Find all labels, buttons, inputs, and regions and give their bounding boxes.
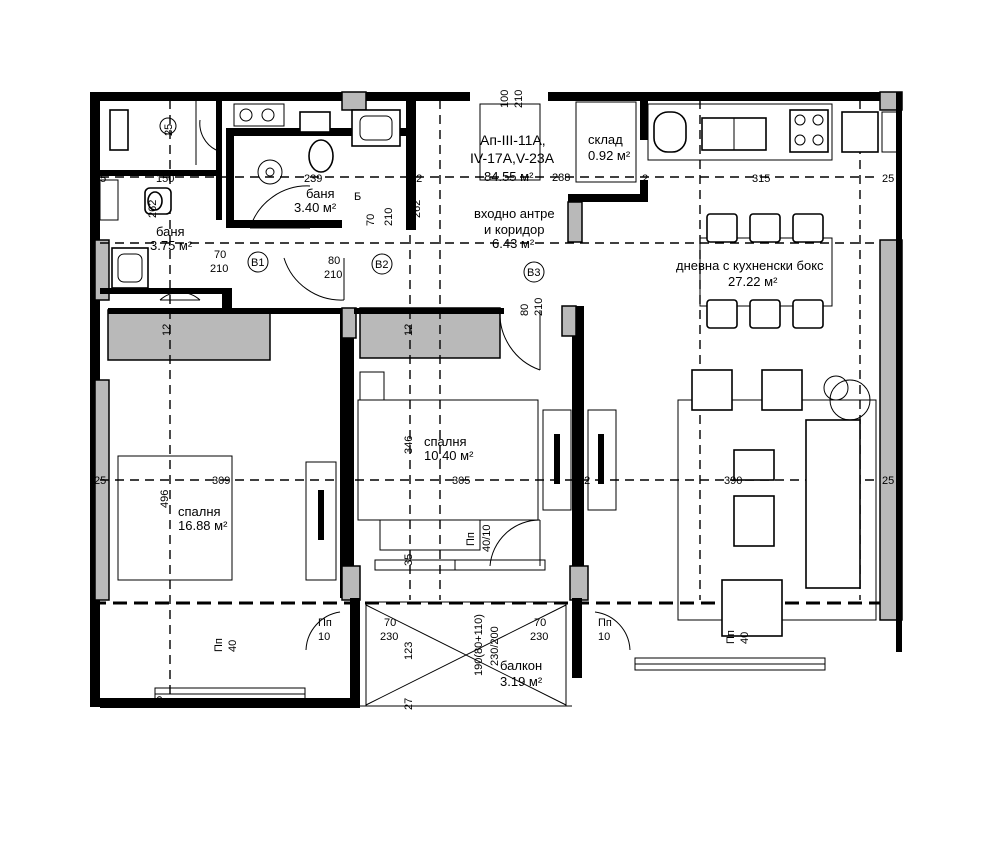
dim-12-a: 12 <box>410 173 422 185</box>
room-name-living: дневна с кухненски бокс <box>676 258 824 273</box>
fixtures <box>109 101 879 706</box>
dim-210-top: 210 <box>513 90 525 108</box>
pp-label-d: Пп <box>213 638 225 652</box>
dimensions: 25 150 2 239 12 288 2 315 25 100 210 262… <box>94 90 894 710</box>
dim-315: 315 <box>752 173 770 185</box>
dim-262-b: 262 <box>411 200 423 218</box>
room-area-living: 27.22 м² <box>728 274 778 289</box>
dim-2-a: 2 <box>228 173 234 185</box>
dim-210-b2: 210 <box>324 269 342 281</box>
room-area-balcony: 3.19 м² <box>500 674 543 689</box>
pp-label-b: Пп <box>318 617 332 629</box>
dim-210-v: 210 <box>383 208 395 226</box>
room-name-storage: склад <box>588 132 623 147</box>
door-tag-b1: B1 <box>251 257 264 269</box>
apartment-area: 84.55 м² <box>484 169 534 184</box>
room-area-bed-large: 16.88 м² <box>178 518 228 533</box>
dim-40-10: 40/10 <box>481 524 493 552</box>
dim-262-a: 262 <box>147 200 159 218</box>
dim-305: 305 <box>452 475 470 487</box>
dim-210-b1: 210 <box>210 263 228 275</box>
room-area-bed-small: 10.40 м² <box>424 448 474 463</box>
dim-70-bal-b: 70 <box>534 617 546 629</box>
dim-40-b: 40 <box>739 632 751 644</box>
dim-balcony-door-2: 230/200 <box>489 626 501 666</box>
apartment-code-1: Ап-III-11А, <box>480 132 546 148</box>
dim-10-a: 10 <box>318 631 330 643</box>
letter-b: Б <box>354 191 361 203</box>
dim-25-right-mid: 25 <box>882 475 894 487</box>
pp-label-c: Пп <box>598 617 612 629</box>
dim-288: 288 <box>552 172 570 184</box>
pp-label-e: Пп <box>725 630 737 644</box>
dim-2-b: 2 <box>642 173 648 185</box>
doors <box>159 100 631 651</box>
dim-12-b: 12 <box>161 324 173 336</box>
dim-35-b: 35 <box>153 696 165 708</box>
dim-100: 100 <box>499 90 511 108</box>
dim-230-a: 230 <box>380 631 398 643</box>
room-name-hall-1: входно антре <box>474 206 555 221</box>
dim-70-b1: 70 <box>214 249 226 261</box>
dim-balcony-door: 190(80+110) <box>473 614 485 676</box>
dim-27: 27 <box>403 698 415 710</box>
room-area-bath2: 3.40 м² <box>294 200 337 215</box>
dim-10-b: 10 <box>598 631 610 643</box>
dim-309: 309 <box>212 475 230 487</box>
outer-walls <box>90 91 903 708</box>
room-name-bath1: баня <box>156 224 185 239</box>
dashed-lines <box>92 100 880 700</box>
dim-80-b3: 80 <box>519 304 531 316</box>
room-name-hall-2: и коридор <box>484 222 544 237</box>
windows <box>99 111 901 701</box>
room-name-bath2: баня <box>306 186 335 201</box>
dim-12-d: 12 <box>340 475 352 487</box>
dim-12-c: 12 <box>403 324 415 336</box>
room-area-bath1: 3.75 м² <box>150 238 193 253</box>
room-area-storage: 0.92 м² <box>588 148 631 163</box>
dim-496: 496 <box>159 490 171 508</box>
room-name-balcony: балкон <box>500 658 542 673</box>
dim-35-a: 35 <box>403 554 415 566</box>
dim-25-v: 25 <box>163 124 175 136</box>
door-tag-b2: B2 <box>375 259 388 271</box>
dim-390: 390 <box>724 475 742 487</box>
dim-210-b3: 210 <box>533 298 545 316</box>
room-area-hall: 6.43 м² <box>492 236 535 251</box>
dim-25-left-top: 25 <box>94 173 106 185</box>
dim-70-bal-a: 70 <box>384 617 396 629</box>
room-name-bed-large: спалня <box>178 504 221 519</box>
room-labels: Ап-III-11А, IV-17А,V-23А 84.55 м² баня 3… <box>150 132 824 689</box>
dim-80-b2: 80 <box>328 255 340 267</box>
dim-25-left-mid: 25 <box>94 475 106 487</box>
dim-123: 123 <box>403 642 415 660</box>
dim-40-a: 40 <box>227 640 239 652</box>
dim-12-e: 12 <box>578 475 590 487</box>
dim-25-right-top: 25 <box>882 173 894 185</box>
dim-150: 150 <box>156 173 174 185</box>
dim-230-b: 230 <box>530 631 548 643</box>
door-tags: B1 B2 B3 <box>247 251 545 283</box>
apartment-code-2: IV-17А,V-23А <box>470 150 555 166</box>
room-name-bed-small: спалня <box>424 434 467 449</box>
dim-239: 239 <box>304 173 322 185</box>
dim-346: 346 <box>403 436 415 454</box>
door-tag-b3: B3 <box>527 267 540 279</box>
pp-label-a: Пп <box>465 532 477 546</box>
dim-70-v: 70 <box>365 214 377 226</box>
